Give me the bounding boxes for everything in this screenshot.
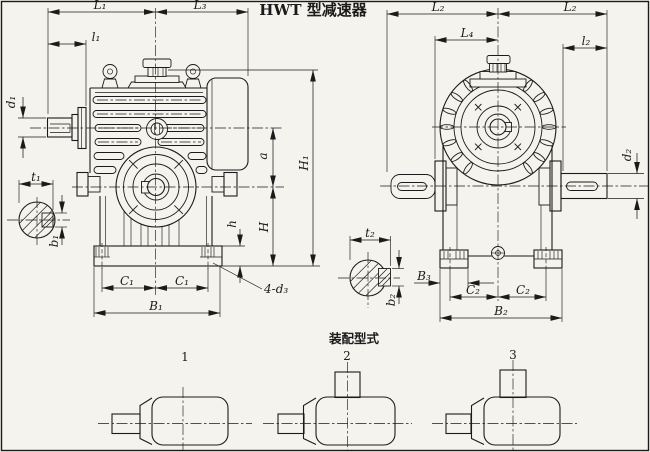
dim-label-B1: B₁ bbox=[148, 299, 163, 313]
drawing-title: HWT 型减速器 bbox=[259, 1, 367, 19]
breather-plug bbox=[127, 58, 187, 89]
dim-label-B2: B₂ bbox=[493, 304, 508, 318]
assembly-variant-3: 3 bbox=[432, 348, 577, 451]
side-feet bbox=[439, 246, 563, 271]
side-dimensions: L₂ L₂ L₄ l₂ d₂ B₃ C₂ C₂ B₂ bbox=[386, 0, 644, 322]
dim-label-bolt-holes: 4-d₃ bbox=[263, 282, 288, 296]
dim-label-b1: b₁ bbox=[47, 235, 61, 248]
dim-label-a: a bbox=[256, 152, 270, 159]
dim-label-L2-right: L₂ bbox=[563, 0, 577, 14]
oil-plug bbox=[146, 118, 168, 140]
side-lugs bbox=[76, 171, 238, 197]
variant-1-number: 1 bbox=[181, 350, 189, 364]
shaft-section-detail-1: t₁ b₁ bbox=[7, 170, 70, 247]
dim-label-H: H bbox=[257, 221, 271, 233]
dim-label-C2-left: C₂ bbox=[466, 283, 480, 297]
dim-label-H1: H₁ bbox=[297, 155, 311, 171]
assembly-variant-1: 1 bbox=[98, 350, 252, 451]
dim-label-d2: d₂ bbox=[620, 149, 634, 162]
dim-label-l2: l₂ bbox=[582, 34, 591, 48]
assembly-heading: 装配型式 bbox=[328, 331, 380, 346]
dim-label-b2: b₂ bbox=[384, 294, 398, 307]
side-pedestal bbox=[434, 145, 562, 250]
front-dimensions: L₁ L₃ l₁ d₁ a H H₁ h C₁ C₁ B₁ 4-d₃ bbox=[4, 0, 320, 317]
variant-3-number: 3 bbox=[509, 348, 517, 362]
eyebolt-right bbox=[184, 64, 202, 89]
front-view: L₁ L₃ l₁ d₁ a H H₁ h C₁ C₁ B₁ 4-d₃ bbox=[4, 0, 320, 317]
dim-label-L4: L₄ bbox=[460, 26, 474, 40]
dim-label-C2-right: C₂ bbox=[516, 283, 530, 297]
base-flange bbox=[93, 243, 223, 269]
eyebolt-left bbox=[101, 64, 119, 89]
assembly-variant-2: 2 bbox=[263, 349, 412, 451]
dim-label-L3: L₃ bbox=[193, 0, 207, 12]
dim-label-t2: t₂ bbox=[365, 226, 375, 240]
dim-label-B3: B₃ bbox=[416, 269, 431, 283]
dim-label-t1: t₁ bbox=[31, 170, 41, 184]
shaft-section-detail-2: t₂ b₂ bbox=[338, 226, 404, 308]
variant-2-number: 2 bbox=[343, 349, 351, 363]
pedestal-ribs bbox=[99, 196, 213, 246]
side-view: L₂ L₂ L₄ l₂ d₂ B₃ C₂ C₂ B₂ bbox=[380, 0, 648, 322]
dim-label-L1: L₁ bbox=[93, 0, 107, 12]
dim-label-C1-left: C₁ bbox=[120, 274, 134, 288]
dim-label-h: h bbox=[225, 220, 239, 228]
dim-label-l1: l₁ bbox=[92, 30, 101, 44]
dim-label-C1-right: C₁ bbox=[175, 274, 189, 288]
dim-label-d1: d₁ bbox=[4, 96, 18, 109]
assembly-configurations: 装配型式 1 2 3 bbox=[98, 331, 577, 451]
dim-label-L2-left: L₂ bbox=[431, 0, 445, 14]
